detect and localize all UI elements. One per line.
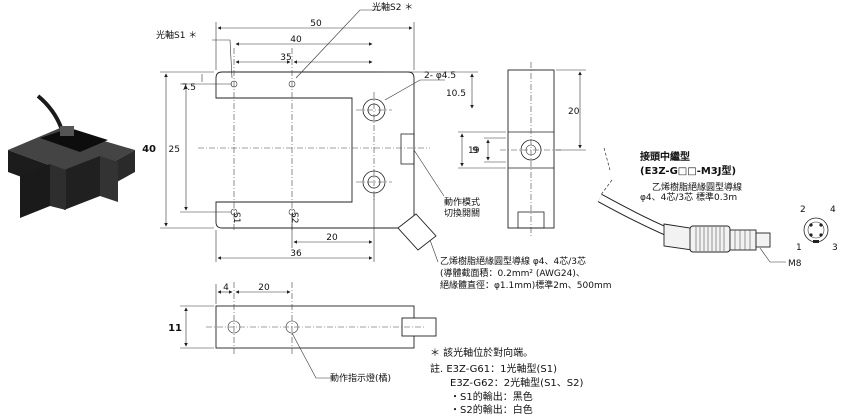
dim-side-20: 20	[568, 107, 580, 117]
side-view: 20 9 19	[458, 62, 586, 236]
dim-side-9: 9	[472, 146, 478, 156]
label-axis-s1: 光軸S1 ＊	[156, 29, 197, 41]
sensor-photo	[8, 94, 135, 218]
label-mode-switch-line2: 切換開關	[444, 207, 480, 219]
connector-title-1: 接頭中繼型	[640, 150, 690, 163]
dim-bv-4: 4	[223, 283, 229, 293]
pin-3-label: 3	[832, 243, 838, 253]
connector-cable-1: 乙烯樹脂絕緣圓型導線	[652, 181, 742, 193]
note-line-4: ・S1的輸出：黑色	[450, 390, 533, 403]
label-cable-line1: 乙烯樹脂絕緣圓型導線 φ4、4芯/3芯	[440, 255, 586, 267]
dim-spacing-40: 40	[290, 35, 302, 45]
note-line-3: E3Z-G62：2光軸型(S1、S2)	[450, 376, 583, 389]
connector-title-2: (E3Z-G□□-M3J型)	[640, 164, 736, 177]
note-line-1: ＊ 該光軸位於對向端。	[430, 346, 533, 359]
bottom-view: 4 20 11 動作指示燈(橘)	[168, 282, 437, 384]
note-line-2: 註. E3Z-G61：1光軸型(S1)	[430, 362, 557, 375]
slot-label-s2: S2	[289, 212, 299, 223]
label-indicator: 動作指示燈(橘)	[330, 372, 391, 384]
dim-hole-spec: 2- φ4.5	[424, 71, 456, 81]
dim-bottom-36: 36	[290, 249, 302, 259]
pin-1-label: 1	[796, 243, 802, 253]
dim-offset-7-5: 7.5	[182, 83, 196, 93]
connector-type: 接頭中繼型 (E3Z-G□□-M3J型) 乙烯樹脂絕緣圓型導線 φ4、4芯/3芯…	[597, 147, 838, 269]
pin-4-label: 4	[830, 205, 836, 215]
dim-height-25: 25	[169, 145, 180, 155]
label-axis-s2: 光軸S2 ＊	[372, 1, 413, 13]
note-line-5: ・S2的輸出：白色	[450, 403, 533, 416]
label-cable-line3: 絕緣體直徑：φ1.1mm)標準2m、500mm	[440, 279, 612, 291]
dim-bv-20: 20	[258, 283, 270, 293]
label-cable-line2: (導體截面積：0.2mm² (AWG24)、	[440, 267, 585, 279]
connector-cable-2: φ4、4芯/3芯 標準0.3m	[640, 191, 737, 203]
dim-overall-width: 50	[310, 19, 322, 29]
dim-height-40: 40	[142, 144, 156, 155]
dim-bottom-20: 20	[326, 233, 338, 243]
slot-label-s1: S1	[231, 212, 241, 223]
label-mode-switch-line1: 動作模式	[444, 196, 480, 208]
pin-2-label: 2	[800, 205, 806, 215]
dim-side-19: 19	[468, 146, 480, 156]
dim-spacing-35: 35	[280, 53, 291, 63]
dim-side-10-5: 10.5	[446, 89, 466, 99]
front-view	[160, 9, 478, 263]
notes: ＊ 該光軸位於對向端。 註. E3Z-G61：1光軸型(S1) E3Z-G62：…	[430, 346, 583, 416]
dim-bv-11: 11	[168, 323, 182, 334]
thread-label: M8	[788, 259, 802, 269]
front-view-labels: 50 40 35 40 25 7.5 2- φ4.5 10.5 20 36 光軸…	[142, 1, 611, 291]
